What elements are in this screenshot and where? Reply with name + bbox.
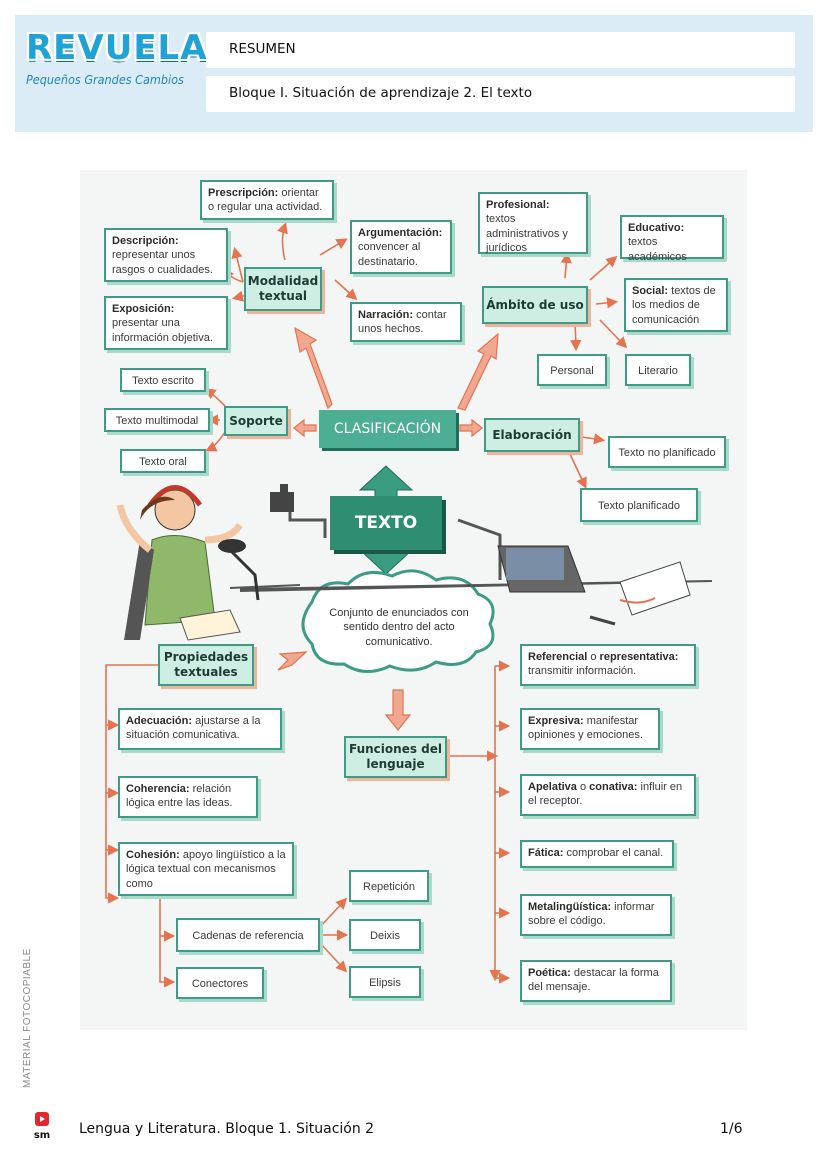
cloud-definition: Conjunto de enunciados con sentido dentr… xyxy=(329,607,469,648)
side-label: MATERIAL FOTOCOPIABLE xyxy=(22,948,33,1088)
descripcion-term: Descripción: xyxy=(112,235,179,247)
representativa-term: representativa: xyxy=(599,651,679,663)
cloud-shape xyxy=(301,569,495,673)
referencial-or: o xyxy=(587,651,600,663)
deixis-box: Deixis xyxy=(349,919,421,951)
fatica-box: Fática: comprobar el canal. xyxy=(520,840,674,868)
cohesion-box: Cohesión: apoyo lingüístico a la lógica … xyxy=(118,842,294,896)
cohesion-term: Cohesión: xyxy=(126,849,180,861)
concept-map: Prescripción: orientar o regular una act… xyxy=(80,170,747,1030)
narracion-desc: contar unos hechos. xyxy=(358,309,447,336)
social-desc: textos de los medios de comunicación xyxy=(632,285,716,326)
texto-oral-box: Texto oral xyxy=(120,449,206,473)
apelativa-desc: influir en el receptor. xyxy=(528,781,683,808)
logo-subtitle: Pequeños Grandes Cambios xyxy=(26,72,184,87)
argumentacion-box: Argumentación: convencer al destinatario… xyxy=(350,220,452,274)
exposicion-desc: presentar una información objetiva. xyxy=(112,317,213,344)
expresiva-desc: manifestar opiniones y emociones. xyxy=(528,715,643,742)
prescripcion-desc: orientar o regular una actividad. xyxy=(208,187,323,214)
profesional-box: Profesional: textos administrativos y ju… xyxy=(478,192,588,254)
elipsis-box: Elipsis xyxy=(349,966,421,998)
coherencia-desc: relación lógica entre las ideas. xyxy=(126,783,233,810)
educativo-box: Educativo: textos académicos xyxy=(620,215,724,263)
social-box: Social: textos de los medios de comunica… xyxy=(624,278,728,332)
footer-subject: Lengua y Literatura. Bloque 1. Situación… xyxy=(79,1121,375,1137)
revuela-logo: REVUELA Pequeños Grandes Cambios xyxy=(26,28,208,118)
soporte-node: Soporte xyxy=(224,406,288,436)
argumentacion-term: Argumentación: xyxy=(358,227,443,239)
page-title: Bloque I. Situación de aprendizaje 2. El… xyxy=(206,76,795,112)
apelativa-box: Apelativa o conativa: influir en el rece… xyxy=(520,774,696,816)
metalinguistica-desc: informar sobre el código. xyxy=(528,901,655,928)
poetica-desc: destacar la forma del mensaje. xyxy=(528,967,659,994)
texto-node: TEXTO xyxy=(330,496,442,550)
adecuacion-desc: ajustarse a la situación comunicativa. xyxy=(126,715,261,742)
connector-arrows xyxy=(105,221,712,988)
fatica-desc: comprobar el canal. xyxy=(563,847,664,859)
propiedades-textuales-node: Propiedades textuales xyxy=(158,644,254,686)
expresiva-box: Expresiva: manifestar opiniones y emocio… xyxy=(520,708,660,750)
conectores-box: Conectores xyxy=(176,967,264,999)
logo-title: REVUELA xyxy=(26,28,208,68)
metalinguistica-box: Metalingüística: informar sobre el códig… xyxy=(520,894,672,936)
conativa-term: conativa: xyxy=(589,781,638,793)
narracion-box: Narración: contar unos hechos. xyxy=(350,302,462,342)
exposicion-term: Exposición: xyxy=(112,303,175,315)
repeticion-box: Repetición xyxy=(349,870,429,902)
podcaster-illustration xyxy=(116,484,712,641)
texto-multimodal-box: Texto multimodal xyxy=(104,408,210,432)
descripcion-desc: representar unos rasgos o cualidades. xyxy=(112,249,213,276)
descripcion-box: Descripción: representar unos rasgos o c… xyxy=(104,228,228,282)
exposicion-box: Exposición: presentar una información ob… xyxy=(104,296,228,350)
elaboracion-node: Elaboración xyxy=(484,418,580,452)
prescripcion-term: Prescripción: xyxy=(208,187,279,199)
coherencia-box: Coherencia: relación lógica entre las id… xyxy=(118,776,258,818)
texto-escrito-box: Texto escrito xyxy=(120,368,206,392)
clasificacion-node: CLASIFICACIÓN xyxy=(319,410,456,448)
personal-box: Personal xyxy=(537,354,607,386)
prescripcion-box: Prescripción: orientar o regular una act… xyxy=(200,180,334,220)
sm-logo-icon: sm xyxy=(34,1112,50,1140)
summary-label: RESUMEN xyxy=(206,32,795,68)
educativo-desc: textos académicos xyxy=(628,236,687,263)
social-term: Social: xyxy=(632,285,669,297)
cadenas-de-referencia-box: Cadenas de referencia xyxy=(176,918,320,952)
texto-no-planificado-box: Texto no planificado xyxy=(608,436,726,468)
page-number: 1/6 xyxy=(720,1121,743,1137)
metalinguistica-term: Metalingüística: xyxy=(528,901,612,913)
narracion-term: Narración: xyxy=(358,309,414,321)
cohesion-desc: apoyo lingüístico a la lógica textual co… xyxy=(126,849,286,890)
referencial-box: Referencial o representativa: transmitir… xyxy=(520,644,696,686)
ambito-de-uso-node: Ámbito de uso xyxy=(482,286,588,324)
apelativa-term: Apelativa xyxy=(528,781,577,793)
literario-box: Literario xyxy=(625,354,691,386)
funciones-del-lenguaje-node: Funciones del lenguaje xyxy=(344,736,447,778)
adecuacion-term: Adecuación: xyxy=(126,715,193,727)
profesional-desc: textos administrativos y jurídicos xyxy=(486,213,568,254)
svg-text:sm: sm xyxy=(34,1130,50,1140)
texto-planificado-box: Texto planificado xyxy=(580,488,698,522)
fatica-term: Fática: xyxy=(528,847,564,859)
argumentacion-desc: convencer al destinatario. xyxy=(358,241,421,268)
educativo-term: Educativo: xyxy=(628,222,685,234)
coherencia-term: Coherencia: xyxy=(126,783,190,795)
apelativa-or: o xyxy=(576,781,590,793)
poetica-box: Poética: destacar la forma del mensaje. xyxy=(520,960,672,1002)
profesional-term: Profesional: xyxy=(486,199,550,211)
adecuacion-box: Adecuación: ajustarse a la situación com… xyxy=(118,708,282,750)
poetica-term: Poética: xyxy=(528,967,571,979)
referencial-desc: transmitir información. xyxy=(528,665,637,678)
modalidad-textual-node: Modalidad textual xyxy=(244,267,322,311)
referencial-term: Referencial xyxy=(528,651,588,663)
expresiva-term: Expresiva: xyxy=(528,715,584,727)
